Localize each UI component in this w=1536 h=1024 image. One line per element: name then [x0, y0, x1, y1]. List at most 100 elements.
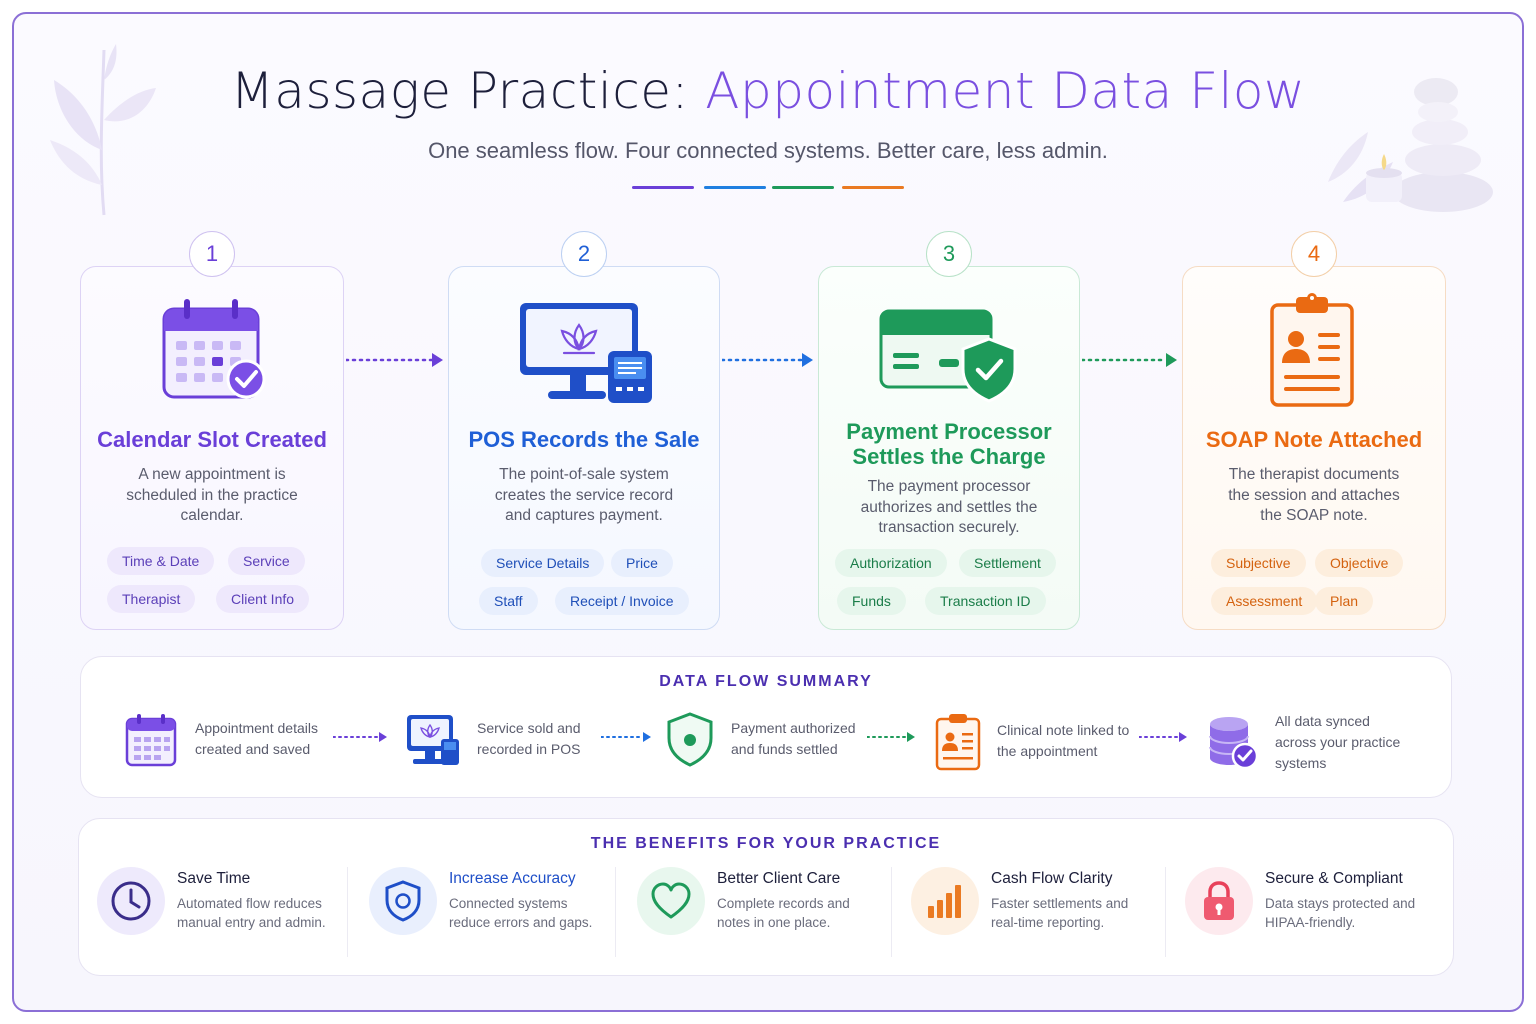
benefit-divider: [347, 867, 348, 957]
summary-item-appointment: Appointment details created and saved: [125, 711, 335, 767]
summary-item-soap: Clinical note linked to the appointment: [935, 711, 1133, 771]
step-title: Calendar Slot Created: [97, 427, 327, 452]
step-card-soap: 4 SOAP Note Attached The therapist docum…: [1182, 231, 1446, 630]
chip-assessment: Assessment: [1211, 587, 1318, 615]
chip-client-info: Client Info: [216, 585, 310, 613]
clipboard-note-icon: [1270, 293, 1354, 407]
shield-icon: [667, 712, 713, 767]
heart-icon: [651, 882, 691, 919]
title-main: Massage Practice:: [230, 62, 706, 120]
database-check-icon: [1209, 716, 1259, 769]
benefit-increase-accuracy: Increase Accuracy Connected systems redu…: [369, 867, 599, 935]
benefit-divider: [615, 867, 616, 957]
step-card-pos: 2 POS Records the Sale The point-of-sale…: [448, 231, 720, 630]
benefit-icon-circle: [97, 867, 165, 935]
chip-settlement: Settlement: [959, 549, 1056, 577]
step-card-payment: 3 Payment Processor Settles the Charge T…: [818, 231, 1080, 630]
lock-icon: [1204, 881, 1234, 920]
benefit-title: Save Time: [177, 870, 251, 887]
step-number-badge: 2: [561, 231, 607, 277]
benefit-desc: Data stays protected and HIPAA-friendly.: [1265, 896, 1416, 930]
benefit-desc: Connected systems reduce errors and gaps…: [449, 896, 593, 930]
benefit-title: Increase Accuracy: [449, 870, 576, 887]
flow-arrow-2: [722, 353, 813, 367]
summary-arrow-2: [601, 732, 651, 742]
step-description: The point-of-sale system creates the ser…: [494, 466, 674, 524]
step-description: The payment processor authorizes and set…: [860, 478, 1038, 536]
step-description: A new appointment is scheduled in the pr…: [126, 466, 298, 524]
summary-arrow-1: [333, 732, 387, 742]
spa-stones-decoration-icon: [1328, 78, 1493, 212]
benefit-text: Better Client Care Complete records and …: [717, 870, 867, 932]
benefit-secure-compliant: Secure & Compliant Data stays protected …: [1185, 867, 1425, 935]
page-subtitle: One seamless flow. Four connected system…: [428, 138, 1108, 163]
summary-text: Service sold and recorded in POS: [477, 720, 581, 757]
summary-text: Payment authorized and funds settled: [731, 720, 856, 757]
data-flow-summary-panel: DATA FLOW SUMMARY Appointment details cr…: [80, 656, 1452, 798]
step-title-line-1: Payment Processor: [846, 419, 1052, 444]
flow-arrow-3: [1082, 353, 1177, 367]
benefit-title: Cash Flow Clarity: [991, 870, 1113, 887]
step-title: SOAP Note Attached: [1205, 427, 1423, 452]
step-number-badge: 4: [1291, 231, 1337, 277]
step-number-badge: 3: [926, 231, 972, 277]
summary-arrow-4: [1139, 732, 1187, 742]
benefit-desc: Faster settlements and real-time reporti…: [991, 896, 1129, 930]
step-description: The therapist documents the session and …: [1228, 466, 1400, 524]
chip-service: Service: [228, 547, 305, 575]
chip-receipt-invoice: Receipt / Invoice: [555, 587, 689, 615]
shield-target-icon: [385, 880, 421, 922]
summary-text: All data synced across your practice sys…: [1275, 713, 1401, 771]
page-title: Massage Practice: Appointment Data Flow: [0, 62, 1536, 120]
step-number-badge: 1: [189, 231, 235, 277]
chip-therapist: Therapist: [107, 585, 196, 613]
benefit-icon-circle: [637, 867, 705, 935]
benefit-divider: [891, 867, 892, 957]
step-title: POS Records the Sale: [468, 427, 700, 452]
step-card-calendar: 1 Calendar Slot Created A new appointmen…: [80, 231, 344, 630]
chip-funds: Funds: [837, 587, 906, 615]
calendar-icon: [125, 714, 177, 767]
chip-transaction-id: Transaction ID: [925, 587, 1046, 615]
flow-arrow-1: [346, 353, 443, 367]
benefits-title: THE BENEFITS FOR YOUR PRACTICE: [590, 835, 942, 852]
benefit-desc: Automated flow reduces manual entry and …: [177, 896, 326, 930]
pos-icon: [407, 715, 459, 765]
benefit-icon-circle: [369, 867, 437, 935]
benefit-cash-flow: Cash Flow Clarity Faster settlements and…: [911, 867, 1141, 935]
clipboard-icon: [935, 714, 981, 771]
card-shield-icon: [879, 309, 1017, 403]
benefit-title: Secure & Compliant: [1265, 870, 1403, 887]
title-rule-purple: [632, 186, 694, 189]
chip-staff: Staff: [479, 587, 538, 615]
benefit-text: Increase Accuracy Connected systems redu…: [449, 870, 599, 932]
benefit-text: Cash Flow Clarity Faster settlements and…: [991, 870, 1141, 932]
benefit-icon-circle: [1185, 867, 1253, 935]
benefit-title: Better Client Care: [717, 870, 841, 887]
chip-time-date: Time & Date: [107, 547, 215, 575]
benefit-text: Secure & Compliant Data stays protected …: [1265, 870, 1425, 932]
step-title-line-2: Settles the Charge: [852, 444, 1046, 469]
calendar-check-icon: [162, 299, 266, 399]
clock-icon: [111, 881, 151, 921]
benefits-panel: THE BENEFITS FOR YOUR PRACTICE Save Time…: [78, 818, 1454, 976]
title-rule-orange: [842, 186, 904, 189]
chip-plan: Plan: [1315, 587, 1374, 615]
bar-chart-icon: [928, 885, 961, 918]
benefit-desc: Complete records and notes in one place.: [717, 896, 850, 930]
summary-item-sync: All data synced across your practice sys…: [1207, 711, 1415, 774]
title-accent: Appointment Data Flow: [705, 62, 1306, 120]
chip-service-details: Service Details: [481, 549, 605, 577]
benefit-divider: [1165, 867, 1166, 957]
summary-text: Clinical note linked to the appointment: [997, 722, 1130, 759]
chip-objective: Objective: [1315, 549, 1404, 577]
leaf-decoration-icon: [50, 44, 156, 216]
benefit-client-care: Better Client Care Complete records and …: [637, 867, 867, 935]
summary-arrow-3: [867, 732, 915, 742]
chip-subjective: Subjective: [1211, 549, 1306, 577]
benefit-text: Save Time Automated flow reduces manual …: [177, 870, 327, 932]
pos-terminal-icon: [520, 303, 652, 403]
summary-title: DATA FLOW SUMMARY: [659, 673, 873, 690]
summary-text: Appointment details created and saved: [195, 720, 318, 757]
chip-price: Price: [611, 549, 673, 577]
